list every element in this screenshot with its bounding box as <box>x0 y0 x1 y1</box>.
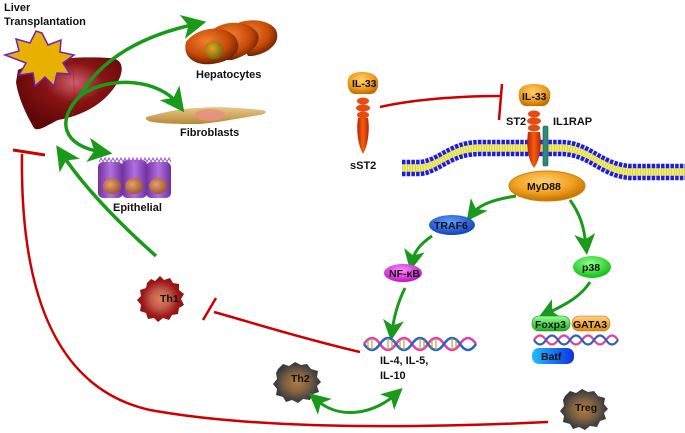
dna-helix-cytokines-icon <box>362 336 478 352</box>
myd88-label: MyD88 <box>527 181 561 193</box>
arrow-traf6-to-nfkb <box>404 234 433 271</box>
arrow-liver-to-hepatocytes <box>78 14 207 97</box>
batf-label: Batf <box>541 351 562 363</box>
bound-il33-icon <box>518 84 551 107</box>
inhibition-sst2-to-il33 <box>379 94 501 109</box>
arrow-liver-to-fibroblasts <box>78 80 185 113</box>
inhibition-th1-bar <box>201 297 218 321</box>
hepatocytes-icon <box>185 20 278 65</box>
p38-node <box>573 256 611 278</box>
arrow-myd88-to-traf6 <box>466 194 517 222</box>
arrow-p38-to-foxp3 <box>537 281 592 319</box>
dna-helix-tfs-icon <box>533 334 619 346</box>
sst2-label: sST2 <box>350 160 376 172</box>
epithelial-label: Epithelial <box>113 202 162 214</box>
hepatocytes-label: Hepatocytes <box>196 69 261 81</box>
inhibition-treg-to-liver <box>20 153 549 428</box>
il1rap-icon <box>542 125 549 167</box>
foxp3-label: Foxp3 <box>535 319 566 331</box>
th1-label: Th1 <box>160 293 179 305</box>
arrow-th1-to-liver <box>56 145 158 258</box>
fibroblasts-icon <box>145 107 266 124</box>
arrow-myd88-to-p38 <box>568 199 596 255</box>
inhibition-cytokines-to-th1 <box>213 310 361 354</box>
st2-label: ST2 <box>506 116 526 128</box>
cell-membrane <box>402 139 685 181</box>
arrow-nfkb-to-dna <box>383 287 407 341</box>
il1rap-label: IL1RAP <box>553 116 592 128</box>
th2-label: Th2 <box>291 373 310 385</box>
nfkb-node <box>384 264 422 282</box>
cytokines-label-line2: IL-10 <box>380 370 406 382</box>
soluble-il33-label: IL-33 <box>352 78 377 90</box>
cytokines-label-line1: IL-4, IL-5, <box>380 355 428 367</box>
gata3-label: GATA3 <box>573 319 607 331</box>
myd88-node <box>508 170 586 202</box>
title-line-2: Transplantation <box>4 16 86 28</box>
soluble-il33-icon <box>347 72 379 95</box>
arrow-liver-to-epithelial <box>64 94 113 163</box>
th1-cell-icon <box>137 276 184 322</box>
gata3-node <box>571 315 611 332</box>
soluble-st2-icon <box>356 97 370 154</box>
batf-node <box>532 348 574 364</box>
fibroblasts-label: Fibroblasts <box>180 127 239 139</box>
inhibition-liver-bar <box>12 148 46 157</box>
foxp3-node <box>531 315 571 332</box>
treg-label: Treg <box>575 402 597 414</box>
treg-cell-icon <box>560 389 608 430</box>
inhibition-bar <box>497 83 504 121</box>
injury-burst-icon <box>2 30 76 88</box>
title-line-1: Liver <box>4 2 31 14</box>
traf6-label: TRAF6 <box>434 220 468 232</box>
epithelial-icon <box>98 156 172 198</box>
nfkb-label: NF-κB <box>389 268 420 280</box>
traf6-node <box>429 215 475 235</box>
arrow-th2-cytokines-bidirectional <box>308 387 403 415</box>
st2-receptor-icon <box>527 110 541 168</box>
p38-label: p38 <box>582 262 600 274</box>
bound-il33-label: IL-33 <box>522 91 547 103</box>
